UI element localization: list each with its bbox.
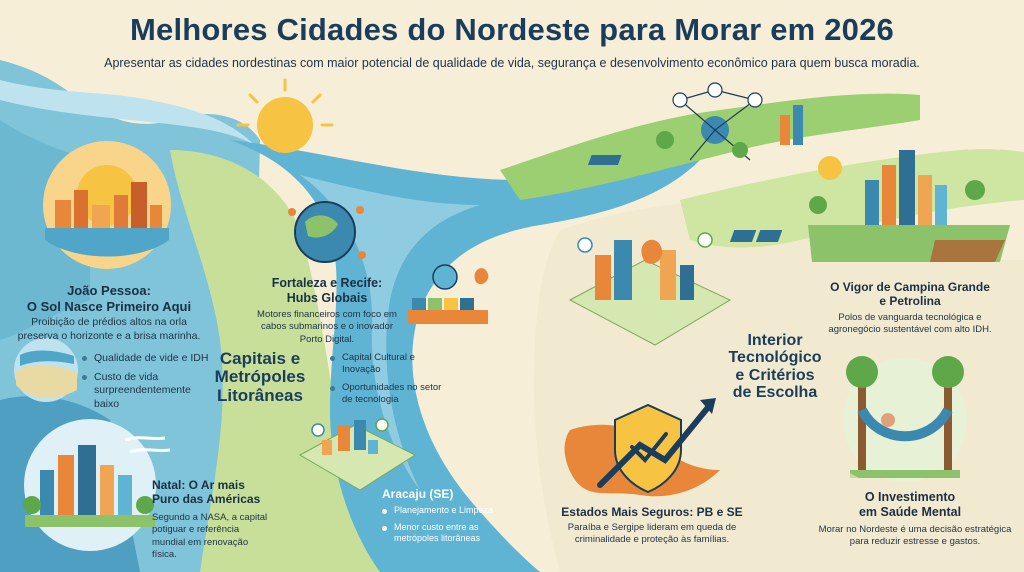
joao-pessoa-body: Proibição de prédios altos na orla prese…	[17, 316, 201, 342]
natal-title: Natal: O Ar mais Puro das Américas	[152, 478, 261, 507]
page-title: Melhores Cidades do Nordeste para Morar …	[130, 12, 894, 47]
aracaju-illustration	[298, 418, 417, 491]
fortaleza-recife-title-line1: Fortaleza e Recife:	[271, 276, 383, 290]
river-highlight	[300, 175, 480, 490]
fortaleza-recife-title-line2: Hubs Globais	[286, 291, 368, 305]
campina-title-line2: e Petrolina	[879, 294, 941, 309]
green-band-right	[680, 149, 1024, 248]
saude-title: O Investimento em Saúde Mental	[820, 490, 1000, 520]
joao-pessoa-illustration	[43, 141, 171, 269]
smart-network-illustration	[587, 82, 803, 165]
beach-illustration	[14, 338, 78, 402]
joao-pessoa-title-line1: João Pessoa:	[67, 283, 151, 298]
estados-title: Estados Mais Seguros: PB e SE	[561, 505, 743, 519]
section-interior-line1: Interior	[747, 332, 803, 349]
saude-title-line1: O Investimento	[864, 490, 956, 504]
section-interior-line3: e Critérios	[735, 366, 815, 384]
campina-illustration	[729, 150, 1010, 262]
wave-bottom	[730, 420, 880, 572]
campina-title: O Vigor de Campina Grande e Petrolina	[800, 280, 1020, 309]
globe-icon	[288, 201, 366, 263]
saude-body: Morar no Nordeste é uma decisão estratég…	[818, 524, 1012, 548]
campina-body: Polos de vanguarda tecnológica e agroneg…	[828, 312, 992, 336]
estados-body: Paraíba e Sergipe lideram em queda de cr…	[567, 522, 737, 546]
ship-icon	[408, 264, 489, 324]
section-interior: Interior Tecnológico e Critérios de Esco…	[715, 332, 835, 401]
page-subtitle: Apresentar as cidades nordestinas com ma…	[104, 56, 920, 70]
aracaju-bullet-2: Menor custo entre as metrópoles litorâne…	[382, 522, 507, 545]
hammock-illustration	[843, 356, 967, 482]
joao-pessoa-title: João Pessoa: O Sol Nasce Primeiro Aqui	[14, 283, 204, 314]
section-interior-line4: de Escolha	[732, 383, 818, 401]
green-hill	[500, 93, 920, 200]
wave-band	[0, 80, 260, 150]
tech-city-illustration	[568, 232, 732, 346]
joao-pessoa-bullets: Qualidade de vide e IDH Custo de vida su…	[82, 352, 212, 417]
natal-body: Segundo a NASA, a capital potiguar e ref…	[152, 512, 268, 561]
aracaju-bullet-1: Planejamento e Limpeza	[382, 505, 507, 517]
section-capitais-line1: Capitais e	[219, 349, 301, 368]
campina-title-line1: O Vigor de Campina Grande	[830, 280, 990, 294]
sun-icon	[236, 78, 334, 153]
fortaleza-recife-bullet-2: Oportunidades no setor de tecnologia	[330, 382, 445, 407]
aracaju-title: Aracaju (SE)	[382, 487, 454, 501]
fortaleza-recife-title: Fortaleza e Recife: Hubs Globais	[252, 276, 402, 306]
section-capitais-line3: Litorâneas	[217, 385, 303, 405]
natal-illustration	[23, 419, 171, 551]
joao-pessoa-title-line2: O Sol Nasce Primeiro Aqui	[26, 298, 192, 314]
section-capitais: Capitais e Metrópoles Litorâneas	[200, 349, 320, 405]
fortaleza-recife-bullets: Capital Cultural e Inovação Oportunidade…	[330, 352, 445, 411]
saude-title-line2: em Saúde Mental	[858, 505, 962, 519]
joao-pessoa-bullet-2: Custo de vida surpreendentemente baixo	[82, 371, 212, 412]
fortaleza-recife-bullet-1: Capital Cultural e Inovação	[330, 352, 445, 377]
section-capitais-line2: Metrópoles	[214, 367, 306, 387]
joao-pessoa-bullet-1: Qualidade de vide e IDH	[82, 352, 212, 366]
section-interior-line2: Tecnológico	[728, 349, 822, 367]
fortaleza-recife-body: Motores financeiros com foco em cabos su…	[257, 309, 397, 345]
aracaju-bullets: Planejamento e Limpeza Menor custo entre…	[382, 505, 507, 550]
shield-map-illustration	[564, 398, 720, 497]
